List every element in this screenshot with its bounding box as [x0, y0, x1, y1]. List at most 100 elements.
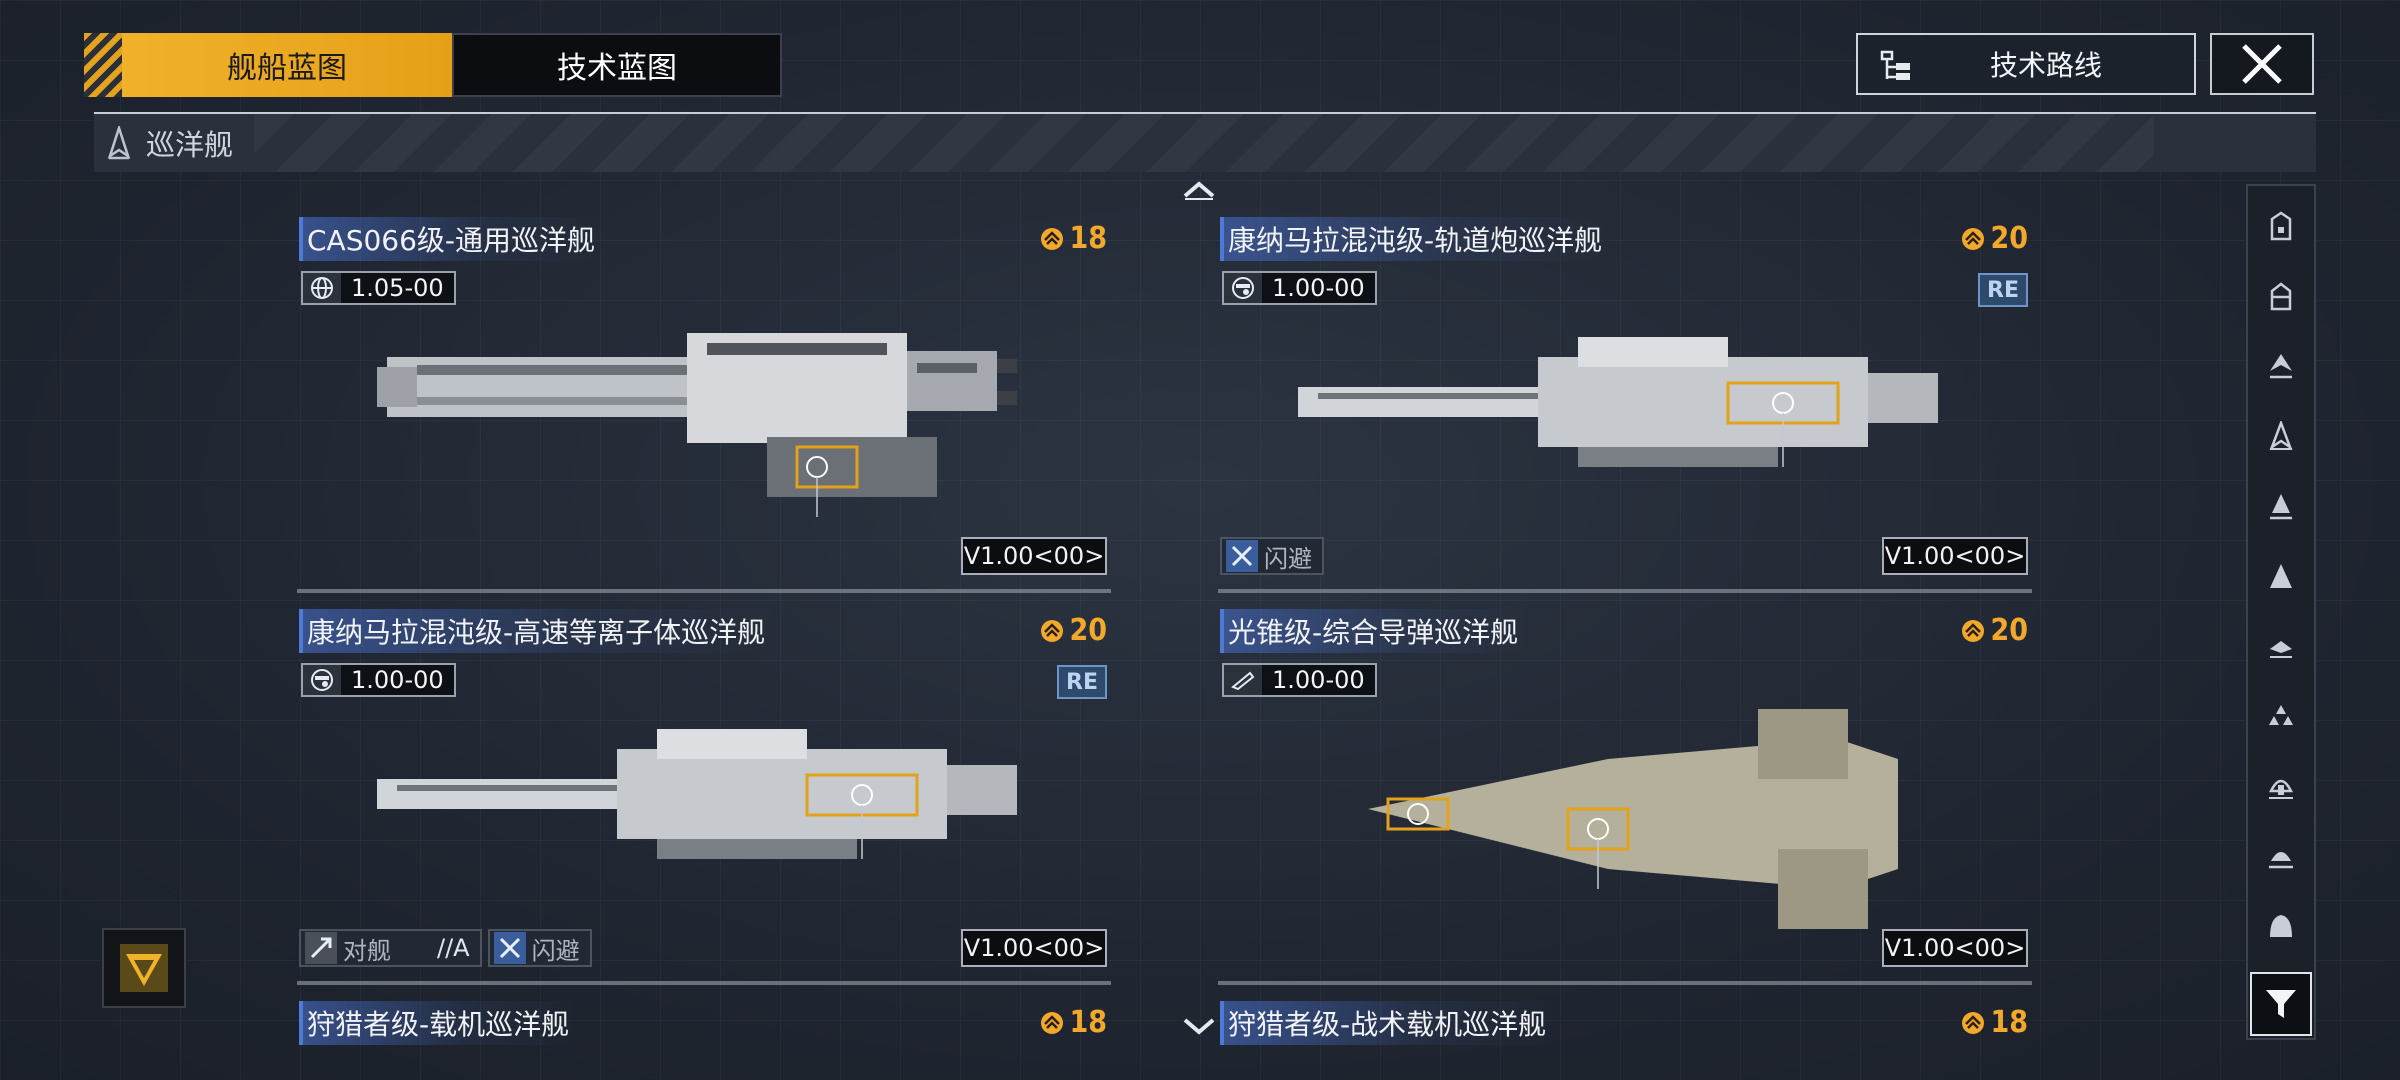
cost-badge: 20 [1039, 613, 1107, 648]
filter-destroyer[interactable] [2248, 401, 2314, 471]
fleet-menu-button[interactable] [102, 928, 186, 1008]
blueprint-tabs: 舰船蓝图 技术蓝图 [84, 33, 782, 97]
hangar-1-icon [2270, 211, 2292, 241]
build-version-tag: V1.00<00> [961, 929, 1107, 967]
ship-title: 光锥级-综合导弹巡洋舰 [1220, 609, 1529, 653]
ship-title: 康纳马拉混沌级-高速等离子体巡洋舰 [299, 609, 776, 653]
trait-tag: 闪避 [1220, 537, 1324, 575]
version-badge: 1.00-00 [301, 663, 456, 697]
close-icon [2242, 44, 2282, 84]
trait-tags: 闪避 [1220, 537, 1324, 575]
cruiser-icon [2270, 494, 2292, 520]
filter-cruiser[interactable] [2248, 471, 2314, 541]
close-button[interactable] [2210, 33, 2314, 95]
version-badge: 1.00-00 [1222, 271, 1377, 305]
ship-title: 狩猎者级-战术载机巡洋舰 [1220, 1001, 1557, 1045]
shield-icon [2270, 915, 2292, 937]
filter-battlecruiser[interactable] [2248, 541, 2314, 611]
command-point-icon [1962, 1011, 1985, 1034]
faction-icon [1232, 277, 1254, 299]
trait-label: 对舰 [343, 936, 391, 965]
ship-card[interactable]: 康纳马拉混沌级-轨道炮巡洋舰 20 1.00-00 RE 闪避 V1.00<00… [1218, 217, 2032, 605]
ship-title: 康纳马拉混沌级-轨道炮巡洋舰 [1220, 217, 1613, 261]
cruiser-class-icon [107, 126, 131, 160]
version-number: 1.00-00 [1262, 273, 1375, 303]
cost-value: 20 [1069, 613, 1107, 648]
ship-card[interactable]: CAS066级-通用巡洋舰 18 1.05-00 V1.00<00> [297, 217, 1111, 605]
ship-image [377, 729, 1017, 859]
globe-icon [311, 277, 333, 299]
command-point-icon [1041, 1011, 1064, 1034]
filter-hangar-1[interactable] [2248, 191, 2314, 261]
cost-badge: 20 [1960, 613, 2028, 648]
base-icon [2268, 779, 2294, 799]
build-version-tag: V1.00<00> [1882, 537, 2028, 575]
filter-button[interactable] [2250, 972, 2312, 1036]
cost-value: 18 [1990, 1005, 2028, 1040]
faction-icon [311, 669, 333, 691]
scroll-up-icon[interactable] [1182, 176, 1216, 200]
card-divider [1218, 589, 2032, 593]
version-badge: 1.00-00 [1222, 663, 1377, 697]
trait-tag: 闪避 [487, 929, 592, 967]
filter-cluster[interactable] [2248, 681, 2314, 751]
card-divider [1218, 981, 2032, 985]
evade-icon [1231, 545, 1253, 567]
filter-frigate[interactable] [2248, 331, 2314, 401]
trait-tag: 对舰 //A [299, 929, 482, 967]
anti-ship-icon [310, 937, 332, 959]
category-bar: 巡洋舰 [94, 112, 2316, 172]
filter-dome[interactable] [2248, 821, 2314, 891]
filter-icon [2266, 990, 2296, 1018]
cost-value: 20 [1990, 221, 2028, 256]
cost-badge: 18 [1039, 221, 1107, 256]
ship-class-filter-bar [2246, 184, 2316, 1040]
battlecruiser-icon [2270, 564, 2292, 588]
evade-icon [499, 937, 520, 959]
build-version-tag: V1.00<00> [1882, 929, 2028, 967]
trait-label: 闪避 [531, 936, 580, 965]
ship-image [1368, 709, 1898, 929]
cost-value: 18 [1069, 221, 1107, 256]
ship-card[interactable]: 康纳马拉混沌级-高速等离子体巡洋舰 20 1.00-00 RE 对舰 //A 闪… [297, 609, 1111, 997]
version-number: 1.00-00 [1262, 665, 1375, 695]
cost-value: 20 [1990, 613, 2028, 648]
dome-icon [2269, 852, 2293, 869]
filter-shield[interactable] [2248, 891, 2314, 961]
frigate-icon [2270, 354, 2292, 379]
command-point-icon [1962, 619, 1985, 642]
version-badge: 1.05-00 [301, 271, 456, 305]
version-number: 1.05-00 [341, 273, 454, 303]
command-point-icon [1041, 619, 1064, 642]
tab-stripe-decoration [84, 33, 122, 97]
cost-badge: 18 [1039, 1005, 1107, 1040]
ship-title: CAS066级-通用巡洋舰 [299, 217, 606, 261]
category-label: 巡洋舰 [146, 128, 234, 162]
tech-route-button[interactable]: 技术路线 [1856, 33, 2196, 95]
card-divider [297, 981, 1111, 985]
re-badge: RE [1057, 665, 1107, 699]
tech-tree-icon [1880, 50, 1910, 80]
filter-carrier[interactable] [2248, 611, 2314, 681]
tab-tech-blueprint[interactable]: 技术蓝图 [452, 33, 782, 97]
ship-image [377, 333, 1017, 517]
command-point-icon [1041, 227, 1064, 250]
trait-label: 闪避 [1264, 544, 1312, 573]
category-stripe-decoration [254, 114, 2154, 172]
ship-card[interactable]: 狩猎者级-战术载机巡洋舰 18 [1218, 1001, 2032, 1080]
carrier-icon [2270, 641, 2292, 658]
filter-hangar-2[interactable] [2248, 261, 2314, 331]
filter-base[interactable] [2248, 751, 2314, 821]
ship-card[interactable]: 光锥级-综合导弹巡洋舰 20 1.00-00 V1.00<00> [1218, 609, 2032, 997]
cluster-icon [2269, 705, 2293, 725]
trait-tags: 对舰 //A 闪避 [299, 929, 592, 967]
scroll-down-icon[interactable] [1182, 1016, 1216, 1040]
version-number: 1.00-00 [341, 665, 454, 695]
tab-ship-blueprint[interactable]: 舰船蓝图 [122, 33, 452, 97]
fleet-emblem-icon [120, 944, 168, 992]
ship-card[interactable]: 狩猎者级-载机巡洋舰 18 [297, 1001, 1111, 1080]
destroyer-icon [2269, 421, 2293, 451]
ship-title: 狩猎者级-载机巡洋舰 [299, 1001, 580, 1045]
build-version-tag: V1.00<00> [961, 537, 1107, 575]
hangar-2-icon [2270, 282, 2292, 311]
